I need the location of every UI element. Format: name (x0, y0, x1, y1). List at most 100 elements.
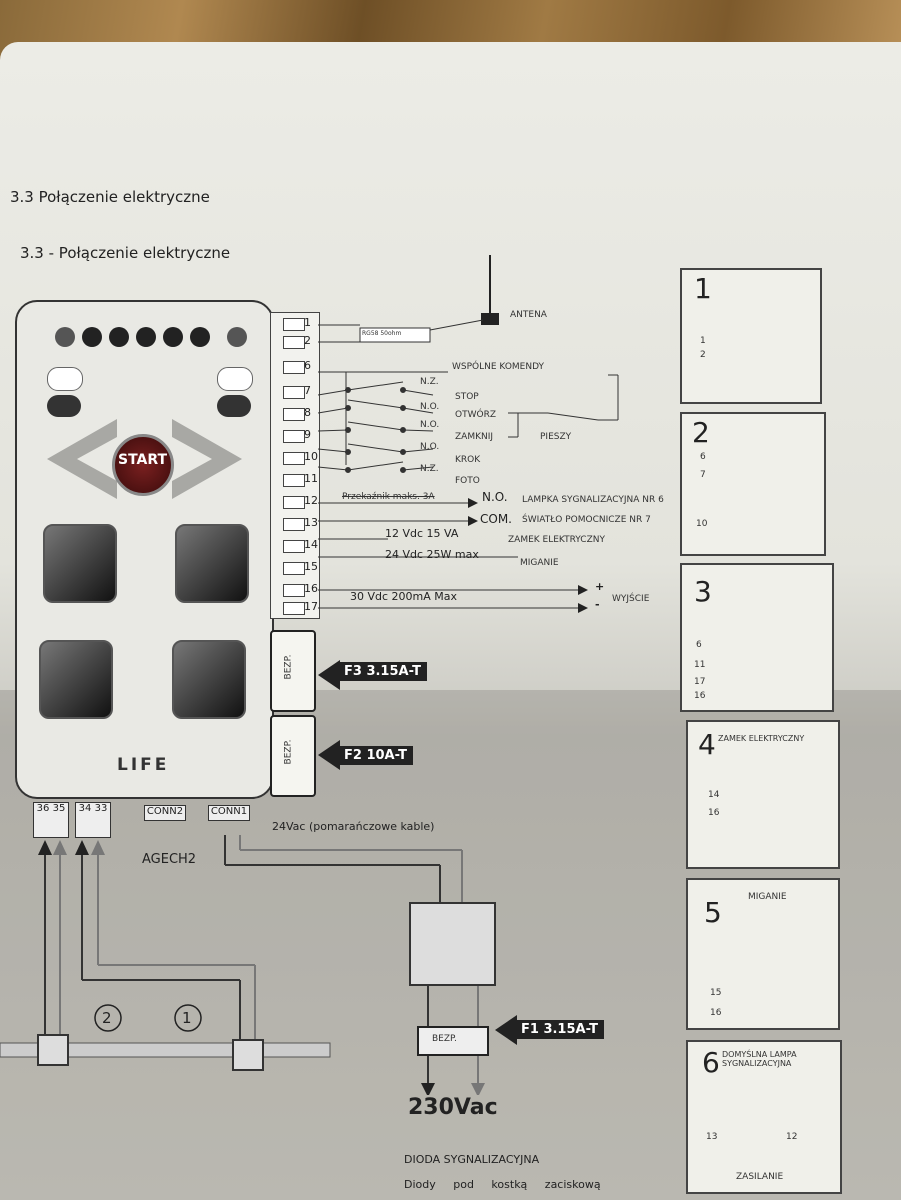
fuse-f2-word: BEZP. (283, 739, 294, 765)
terminal-14: 14 (271, 537, 319, 555)
led-6 (190, 327, 210, 347)
terminal-number: 17 (304, 600, 318, 613)
figure-2-pin-3: 10 (696, 519, 708, 529)
terminal-6: 6 (271, 358, 319, 376)
fuse-f1-label: F1 3.15A-T (515, 1020, 604, 1039)
terminal-number: 1 (304, 316, 311, 329)
antenna-label: ANTENA (510, 310, 547, 320)
fuse-f3-word: BEZP. (283, 654, 294, 680)
terminal-number: 10 (304, 450, 318, 463)
figure-3-number: 3 (694, 575, 712, 608)
figure-3: 3 6 11 17 16 (680, 563, 834, 712)
terminal-10: 10 (271, 449, 319, 467)
figure-2-pin-1: 6 (700, 452, 706, 462)
figure-3-pin-4: 16 (694, 691, 706, 701)
figure-3-pin-2: 11 (694, 660, 706, 670)
toggle-right-bottom (217, 395, 251, 417)
terminal-screw (283, 562, 305, 575)
t35-label: 35 (52, 803, 66, 814)
section-title: 3.3 Połączenie elektryczne (10, 188, 210, 206)
minus-label: - (595, 598, 600, 611)
nz1-label: N.Z. (420, 377, 439, 387)
figure-2: 2 6 7 10 (680, 412, 826, 556)
terminal-16: 16 (271, 581, 319, 599)
t36-label: 36 (36, 803, 50, 814)
led-2 (82, 327, 102, 347)
t33-label: 33 (94, 803, 108, 814)
figure-6-pin-2: 12 (786, 1132, 798, 1142)
toggle-left-top (47, 367, 83, 391)
figure-1-pin-2: 2 (700, 350, 706, 360)
cable-label: 24Vac (pomarańczowe kable) (272, 820, 435, 833)
terminal-13: 13 (271, 515, 319, 533)
terminal-screw (283, 361, 305, 374)
terminal-screw (283, 386, 305, 399)
led-5 (163, 327, 183, 347)
lamp-label: LAMPKA SYGNALIZACYJNA NR 6 (522, 495, 664, 505)
figure-1-pin-1: 1 (700, 336, 706, 346)
terminal-screw (283, 602, 305, 615)
figure-1-number: 1 (694, 272, 712, 305)
chevron-graphic (47, 419, 242, 499)
figure-4: 4 ZAMEK ELEKTRYCZNY 14 16 (686, 720, 840, 869)
figure-4-pin-1: 14 (708, 790, 720, 800)
terminal-number: 11 (304, 472, 318, 485)
open-label: OTWÓRZ (455, 410, 496, 420)
terminal-number: 14 (304, 538, 318, 551)
toggle-left-bottom (47, 395, 81, 417)
diode-text: Diody pod kostką zaciskową (404, 1178, 601, 1191)
conn2-box: CONN2 (144, 805, 186, 821)
led-4 (136, 327, 156, 347)
terminal-12: 12 (271, 493, 319, 511)
terminal-screw (283, 318, 305, 331)
figure-1: 1 1 2 (680, 268, 822, 404)
figure-6: 6 DOMYŚLNA LAMPA SYGNALIZACYJNA 13 12 ZA… (686, 1040, 842, 1194)
led-3 (109, 327, 129, 347)
lock-label: ZAMEK ELEKTRYCZNY (508, 535, 605, 545)
control-panel: START LIFE (15, 300, 274, 799)
terminal-screw (283, 430, 305, 443)
figure-6-footer: ZASILANIE (736, 1172, 784, 1182)
terminal-number: 15 (304, 560, 318, 573)
v24-label: 24 Vdc 25W max (385, 548, 479, 561)
diode-title: DIODA SYGNALIZACYJNA (404, 1153, 540, 1166)
fuse-f3-label: F3 3.15A-T (338, 662, 427, 681)
arrow-f1-icon (495, 1015, 517, 1045)
agech-label: AGECH2 (142, 852, 197, 867)
nz2-label: N.Z. (420, 464, 439, 474)
terminal-screw (283, 336, 305, 349)
led-7 (227, 327, 247, 347)
start-label: START (118, 452, 168, 468)
conn1-box: CONN1 (208, 805, 250, 821)
terminal-number: 6 (304, 359, 311, 372)
t34-label: 34 (78, 803, 92, 814)
terminal-15: 15 (271, 559, 319, 577)
figure-4-number: 4 (698, 728, 716, 761)
motor2-label: 2 (102, 1009, 112, 1027)
no-out-label: N.O. (482, 490, 508, 504)
terminal-36-35: 36 35 (33, 802, 69, 838)
no3-label: N.O. (420, 442, 440, 452)
pedestrian-label: PIESZY (540, 432, 572, 442)
led-1 (55, 327, 75, 347)
figure-5-number: 5 (704, 896, 722, 929)
hourglass-icon (175, 524, 249, 603)
building-icon (172, 640, 246, 719)
terminal-8: 8 (271, 405, 319, 423)
figure-2-number: 2 (692, 416, 710, 449)
fuse-f1-word: BEZP. (432, 1034, 457, 1044)
terminal-screw (283, 518, 305, 531)
terminal-7: 7 (271, 383, 319, 401)
figure-6-title: DOMYŚLNA LAMPA SYGNALIZACYJNA (722, 1050, 797, 1068)
antenna-filter-label: RG58 50ohm (362, 330, 402, 337)
figure-4-title: ZAMEK ELEKTRYCZNY (718, 734, 805, 743)
figure-4-pin-2: 16 (708, 808, 720, 818)
close-label: ZAMKNIJ (455, 432, 494, 442)
terminal-number: 8 (304, 406, 311, 419)
figure-5-pin-2: 16 (710, 1008, 722, 1018)
terminal-number: 13 (304, 516, 318, 529)
terminal-17: 17 (271, 599, 319, 617)
terminal-number: 12 (304, 494, 318, 507)
start-button (112, 434, 174, 496)
